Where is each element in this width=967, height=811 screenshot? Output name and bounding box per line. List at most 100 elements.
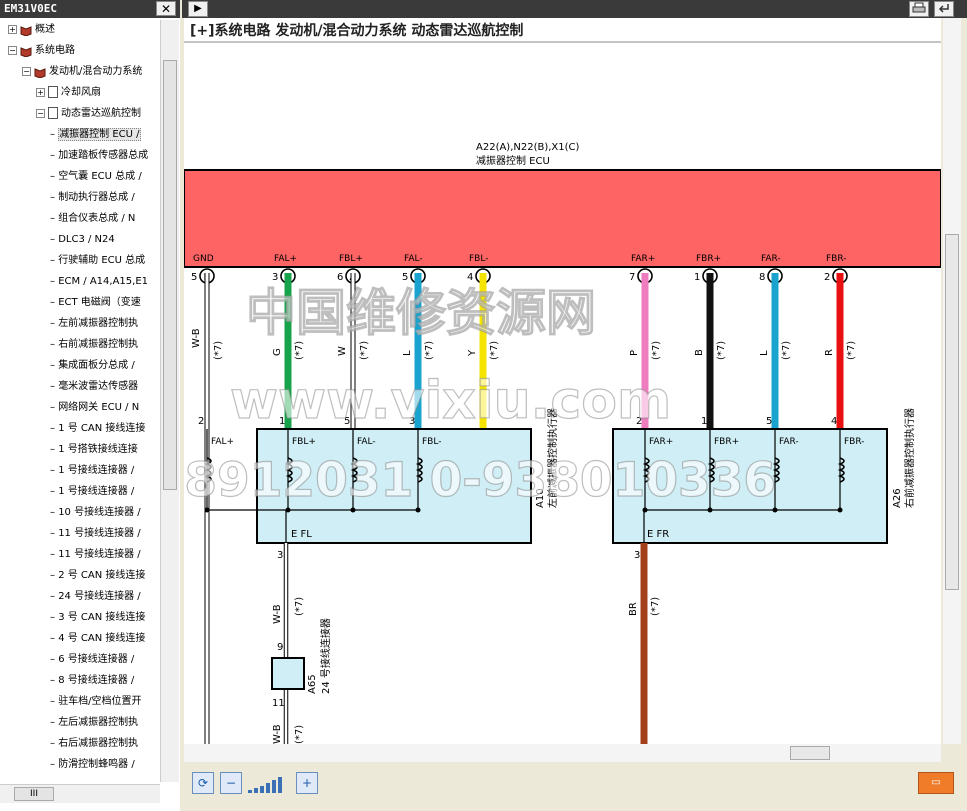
wire-note: (*7) — [651, 341, 662, 360]
tree-item[interactable]: – 右前减振器控制执 — [50, 335, 138, 355]
tree-item[interactable]: – 11 号接线连接器 / — [50, 545, 141, 565]
tree-item[interactable]: – 毫米波雷达传感器 — [50, 377, 138, 397]
tree-branch-icon: – — [50, 318, 59, 329]
tree-branch-icon: – — [50, 276, 59, 287]
back-button[interactable] — [934, 1, 954, 17]
tree-item-label: 4 号 CAN 接线连接 — [58, 633, 146, 644]
tree-item-label: 24 号接线连接器 / — [58, 591, 141, 602]
tree-item[interactable]: – 左后减振器控制执 — [50, 713, 138, 733]
tree-item-label: 3 号 CAN 接线连接 — [58, 612, 146, 623]
expand-icon[interactable]: + — [36, 87, 45, 97]
tree-item[interactable]: – 行驶辅助 ECU 总成 — [50, 251, 145, 271]
tree-branch-icon: – — [50, 150, 59, 161]
tree-horizontal-scrollbar[interactable]: III — [0, 784, 160, 803]
document-toolbar: ▶ — [182, 0, 967, 18]
actuator-pin-number: 1 — [279, 416, 285, 427]
tree-item-label: 左前减振器控制执 — [58, 318, 139, 329]
tree-item[interactable]: – 右后减振器控制执 — [50, 734, 138, 754]
tree-item[interactable]: – 集成面板分总成 / — [50, 356, 135, 376]
wire-color-code: W — [337, 346, 348, 356]
zoom-out-button[interactable]: − — [220, 772, 242, 794]
tree-item-label: 11 号接线连接器 / — [58, 528, 141, 539]
refresh-button[interactable]: ⟳ — [192, 772, 214, 794]
tree-item[interactable]: – 网络网关 ECU / N — [50, 398, 139, 418]
close-button[interactable]: ✕ — [156, 1, 176, 16]
diagram-vertical-scrollbar[interactable] — [943, 18, 961, 744]
tree-item[interactable]: – 4 号 CAN 接线连接 — [50, 629, 145, 649]
tree-view: +概述−系统电路−发动机/混合动力系统+冷却风扇−动态雷达巡航控制– 减振器控制… — [0, 20, 160, 782]
tree-branch-icon: – — [50, 255, 59, 266]
tree-branch-icon: – — [50, 297, 59, 308]
tree-item[interactable]: – ECM / A14,A15,E1 — [50, 272, 148, 292]
tree-item[interactable]: – 1 号接线连接器 / — [50, 482, 134, 502]
wiring-diagram: [+]系统电路 发动机/混合动力系统 动态雷达巡航控制 A22(A),N22(B… — [184, 18, 941, 744]
scroll-thumb[interactable] — [163, 60, 177, 490]
tree-item[interactable]: −系统电路 — [8, 41, 75, 61]
tree-item[interactable]: – 组合仪表总成 / N — [50, 209, 135, 229]
tree-branch-icon: – — [50, 213, 59, 224]
tree-item[interactable]: +冷却风扇 — [36, 83, 101, 103]
tree-item-label: 集成面板分总成 / — [58, 360, 135, 371]
tree-item[interactable]: – 制动执行器总成 / — [50, 188, 135, 208]
tree-item[interactable]: – 2 号 CAN 接线连接 — [50, 566, 145, 586]
tree-branch-icon: – — [50, 171, 59, 182]
tree-item[interactable]: – 1 号接线连接器 / — [50, 461, 134, 481]
tree-item[interactable]: – 8 号接线连接器 / — [50, 671, 134, 691]
left-ground-note: (*7) — [294, 597, 305, 616]
tree-item[interactable]: – 1 号搭铁接线连接 — [50, 440, 138, 460]
tree-item[interactable]: – 24 号接线连接器 / — [50, 587, 141, 607]
comment-button[interactable]: ▭ — [918, 772, 954, 794]
wire-color-code: G — [272, 348, 283, 356]
scroll-thumb[interactable] — [945, 234, 959, 590]
wire-note: (*7) — [716, 341, 727, 360]
tree-branch-icon: – — [50, 339, 59, 350]
tree-item[interactable]: – 11 号接线连接器 / — [50, 524, 141, 544]
actuator-pin-label: FAL- — [357, 437, 376, 447]
tree-item[interactable]: – 空气囊 ECU 总成 / — [50, 167, 142, 187]
tree-item[interactable]: +概述 — [8, 20, 55, 40]
left-ground-label: E FL — [291, 529, 312, 540]
actuator-pin-number: 2 — [198, 416, 204, 427]
tree-vertical-scrollbar[interactable] — [160, 20, 179, 782]
actuator-pin-number: 1 — [701, 416, 707, 427]
zoom-level-slider[interactable] — [246, 774, 290, 794]
tree-item[interactable]: – 3 号 CAN 接线连接 — [50, 608, 145, 628]
pin-number: 4 — [467, 272, 473, 283]
tree-item[interactable]: – 左前减振器控制执 — [50, 314, 138, 334]
scroll-thumb[interactable]: III — [14, 787, 54, 801]
tree-item[interactable]: – 6 号接线连接器 / — [50, 650, 134, 670]
tree-item[interactable]: – 加速踏板传感器总成 — [50, 146, 148, 166]
tree-item[interactable]: – 减振器控制 ECU / — [50, 125, 141, 145]
left-ground-color: W-B — [272, 604, 283, 624]
wire-note: (*7) — [489, 341, 500, 360]
tree-branch-icon: – — [50, 570, 59, 581]
pin-label: FBR- — [826, 254, 847, 264]
expand-icon[interactable]: + — [8, 24, 17, 34]
play-button[interactable]: ▶ — [188, 1, 208, 17]
actuator-pin-number: 5 — [766, 416, 772, 427]
tree-item-label: 行驶辅助 ECU 总成 — [58, 255, 146, 266]
tree-item[interactable]: – 防滑控制蜂鸣器 / — [50, 755, 135, 775]
zoom-out-icon: − — [225, 776, 237, 790]
pin-number: 5 — [402, 272, 408, 283]
tree-item-label: 防滑控制蜂鸣器 / — [58, 759, 135, 770]
tree-branch-icon: – — [50, 402, 59, 413]
right-ground-color: BR — [628, 602, 639, 616]
wiring-diagram-viewer[interactable]: [+]系统电路 发动机/混合动力系统 动态雷达巡航控制 A22(A),N22(B… — [184, 18, 941, 744]
print-button[interactable] — [909, 1, 929, 17]
collapse-icon[interactable]: − — [8, 45, 17, 55]
actuator-pin-label: FAR- — [779, 437, 799, 447]
tree-item[interactable]: −动态雷达巡航控制 — [36, 104, 141, 124]
tree-item[interactable]: – 10 号接线连接器 / — [50, 503, 141, 523]
tree-item[interactable]: −发动机/混合动力系统 — [22, 62, 142, 82]
diagram-horizontal-scrollbar[interactable] — [184, 744, 941, 762]
tree-item[interactable]: – 1 号 CAN 接线连接 — [50, 419, 145, 439]
tree-item[interactable]: – ECT 电磁阀（变速 — [50, 293, 141, 313]
scroll-thumb[interactable] — [790, 746, 830, 760]
collapse-icon[interactable]: − — [22, 66, 31, 76]
zoom-in-button[interactable]: + — [296, 772, 318, 794]
collapse-icon[interactable]: − — [36, 108, 45, 118]
tree-item[interactable]: – 驻车档/空档位置开 — [50, 692, 142, 712]
tree-item[interactable]: – DLC3 / N24 — [50, 230, 115, 250]
